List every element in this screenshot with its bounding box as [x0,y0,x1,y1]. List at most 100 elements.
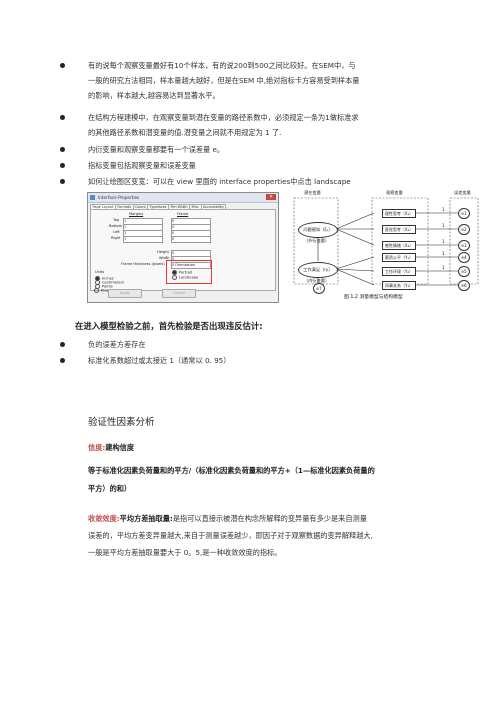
path-weight-1: 1 [442,207,445,212]
error-e2: e2 [458,224,470,235]
bullet-5: 如何让绘图区变宽：可以在 view 里面的 interface properti… [60,174,430,190]
dialog-title: Interface Properties [98,195,140,200]
height-label: Height [157,250,169,254]
orientation-highlight: Orientation Portrait Landscape [166,260,212,284]
bullet-1-line-3: 的影响，样本越大,越容易达到显著水平。 [88,91,220,101]
bullet-dot [60,163,65,168]
convergent-line-1: 是指可以直接示被潜在构念所解释的变异量有多少是来自测量 [172,514,367,523]
bullet-1-line-1: 有的说每个观察变量最好有10个样本，有的说200到500之间比较好。在SEM中，… [88,61,356,70]
bullet-dot [60,342,65,347]
dialog-titlebar: Interface Properties × [88,193,278,203]
close-icon[interactable]: × [266,194,276,200]
units-label: Units [95,270,105,274]
bullet-4: 指标变量包括观察变量和误差变量 [60,158,430,174]
frame-header: Frame [177,212,189,216]
unit-centimeters-label: Centimeters [102,280,125,285]
apply-button[interactable]: Apply [108,289,142,298]
margins-header: Margins [129,212,144,216]
error-e5: e5 [458,266,470,277]
path-weight-4: 1 [442,251,445,256]
error-e6: e6 [458,280,470,291]
formula: 等于标准化因素负荷量和的平方/（标准化因素负荷量和的平方+（1—标准化因素负荷量… [88,463,433,497]
obs-x2: 直觉思考（X₂） [382,225,416,234]
convergent-validity: 收敛效度:平均方差抽取量:是指可以直接示被潜在构念所解释的变异量有多少是来自测量… [88,510,433,561]
app-icon [90,195,95,200]
formula-line-2: 平方）的和） [88,484,132,493]
latent-eta1-tag: （内衍变量） [304,278,330,283]
bullet-6: 负的误差方差存在 [60,337,430,353]
latent-xi1-label: 问题感知（ξ₁） [303,227,333,232]
convergent-line-3: 一般是平均方差抽取量要大于 0。5,是一种收敛效度的指标。 [88,548,282,557]
bullet-2-line-1: 在结构方程建模中，在观察变量到潜在变量的路径系数中，必须规定一条为1做标准求 [88,113,359,122]
tab-accessibility[interactable]: Accessibility [200,204,227,209]
obs-y1: 薪资公平（Y₁） [382,253,416,262]
bullet-dot [60,358,65,363]
landscape-label: Landscape [179,275,199,280]
landscape-radio[interactable]: Landscape [172,275,198,280]
convergent-bold: 平均方差抽取量: [119,514,173,523]
latent-eta1-label: 工作满足（η₁） [303,267,333,272]
path-weight-2: 1 [442,223,445,228]
heading-pre-check: 在进入模型检验之前，首先检验是否出现违反估计: [75,321,263,331]
unit-picas-radio[interactable]: Picas [94,288,110,293]
obs-x1: 理性思考（X₁） [382,209,416,218]
page-layout-panel: Margins Frame Top Bottom Left Right 1 1 … [90,209,276,291]
frame-thickness-label: Frame thickness (pixels) [121,262,165,266]
bullet-dot [60,115,65,120]
bullet-dot [60,179,65,184]
bullet-3: 内衍变量和观察变量都要有一个误差量 e。 [60,142,430,158]
col-header-observed: 观察变量 [386,190,403,195]
bullet-4-text: 指标变量包括观察变量和误差变量 [88,161,196,170]
error-e3: e3 [458,240,470,251]
bullet-dot [60,147,65,152]
orientation-label: Orientation [175,263,196,267]
width-label: Width [159,256,170,260]
margin-label-bottom: Bottom [109,224,123,228]
unit-points-label: Points [102,284,113,289]
error-e7: e7 [313,283,325,294]
convergent-line-2: 误差的，平均方差变异量越大,来自于测量误差越少，即因子对于观察数据的变异解释越大… [88,531,373,540]
figure-caption: 图 1.2 测量模型与结构模型 [344,295,403,300]
margin-label-top: Top [113,218,120,222]
unit-inches-label: Inches [102,276,114,281]
bullet-1-line-2: 一般的研究方法相同，样本量越大越好，但是在SEM 中,绝对指标卡方容易受到样本量 [88,76,360,86]
portrait-radio[interactable]: Portrait [172,270,192,275]
latent-xi1-tag: （外衍变量） [304,238,330,243]
error-e4: e4 [458,252,470,263]
bullet-2: 在结构方程建模中，在观察变量到潜在变量的路径系数中，必须规定一条为1做标准求 的… [60,110,430,142]
obs-x3: 感性情绪（X₃） [382,241,416,250]
convergent-label: 收敛效度: [88,514,120,523]
construct-reliability: 信度:建构信度 [88,440,433,456]
col-header-latent: 潜在变量 [304,190,321,195]
frame-right-field[interactable]: 0 [171,236,211,243]
bullet-7-text: 标准化系数超过或太接近 1（通常以 0. 95） [88,356,231,365]
bullet-5-text: 如何让绘图区变宽：可以在 view 里面的 interface properti… [88,177,351,186]
frame-thickness-field[interactable]: 0 [171,262,211,269]
path-weight-5: 1 [442,265,445,270]
construct-label: 信度: [88,443,106,452]
sem-diagram: 潜在变量 观察变量 误差变量 问题感知（ξ₁） （外衍变量） 工作满足（η₁） … [286,189,486,301]
error-e1: e1 [458,208,470,219]
col-header-error: 误差变量 [454,190,471,195]
margin-label-right: Right [111,236,121,240]
construct-rest: 建构信度 [105,443,135,452]
bullet-2-line-2: 的其他路径系数和潜变量的值.潜变量之间就不用规定为 1 了. [88,128,282,138]
formula-line-1: 等于标准化因素负荷量和的平方/（标准化因素负荷量和的平方+（1—标准化因素负荷量… [88,466,375,475]
obs-y3: 同事关系（Y₃） [382,281,416,290]
bullet-1: 有的说每个观察变量最好有10个样本，有的说200到500之间比较好。在SEM中，… [60,58,430,106]
unit-picas-label: Picas [101,288,111,293]
latent-xi1: 问题感知（ξ₁） [298,222,338,238]
bullet-6-text: 负的误差方差存在 [88,340,146,349]
cancel-button[interactable]: Cancel [162,289,196,298]
heading-cfa: 验证性因素分析 [88,417,155,428]
bullet-7: 标准化系数超过或太接近 1（通常以 0. 95） [60,353,430,369]
bullet-3-text: 内衍变量和观察变量都要有一个误差量 e。 [88,145,225,154]
latent-eta1: 工作满足（η₁） [298,262,338,278]
margin-right-field[interactable]: 1 [123,236,163,243]
obs-y2: 工作环境（Y₂） [382,267,416,276]
bullet-dot [60,63,65,68]
portrait-label: Portrait [179,270,193,275]
path-weight-3: 1 [442,239,445,244]
